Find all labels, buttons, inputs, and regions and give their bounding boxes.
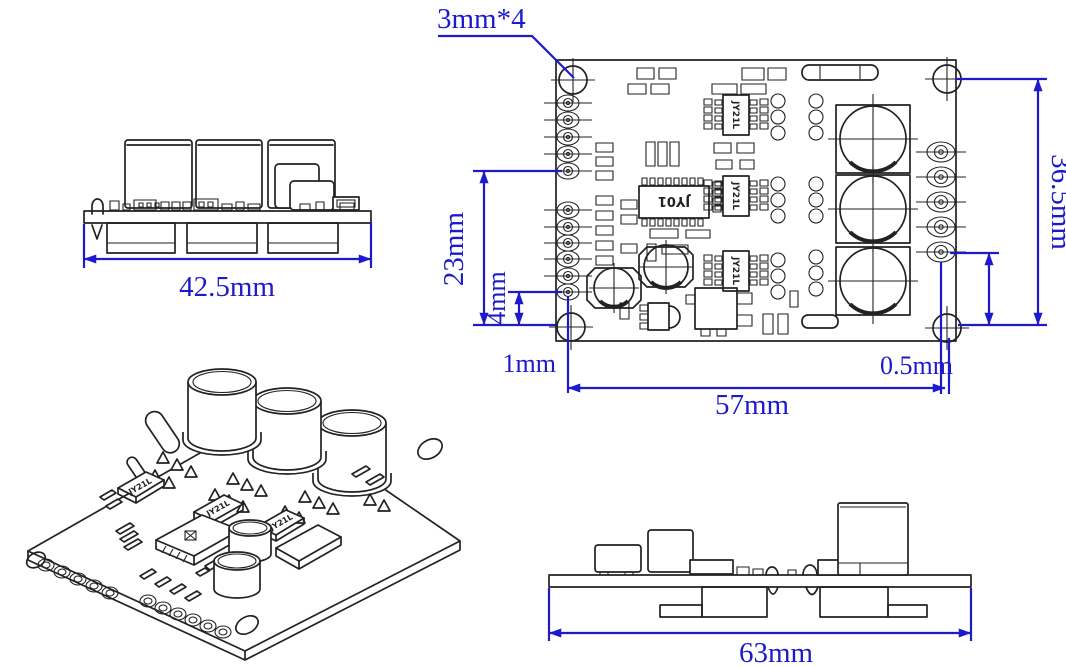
iso-mounting-holes [25,438,443,636]
dimension-label: 23mm [438,212,470,287]
jumper-components [801,64,879,329]
component-box [689,559,734,575]
iso-capacitor [312,409,392,497]
driver-ics: JY21L JY21L JY21L [703,94,769,292]
component-box [289,180,335,211]
connector-pill [144,410,181,454]
dimension-4mm: 4mm [482,271,562,326]
main-ic-label: JY01 [658,193,691,208]
isometric-view: JY21L JY21L JY21L [25,368,461,661]
board-outline [555,59,957,342]
board-thickness [27,540,461,661]
driver-ic-label: JY21L [730,100,740,129]
board-edge [548,574,972,588]
dimension-42-5mm: 42.5mm [82,222,373,303]
dimension-label: 0.5mm [880,351,953,380]
extension-lines [82,222,373,268]
dimension-3mm-holes: 3mm*4 [437,3,575,79]
pin-lead [91,224,103,240]
side-view-short-edge: 42.5mm [82,139,373,303]
left-pad-column [544,94,592,301]
bottom-brackets [659,586,928,618]
dimension-label: 42.5mm [179,271,275,303]
dimension-label: 57mm [715,389,790,421]
top-view: JY01 JY21L JY21L JY21L [437,3,1066,421]
component-feet [599,571,634,576]
dimension-57mm: 57mm [567,383,946,421]
dimension-label: 1mm [503,349,556,378]
wire-loops [765,564,818,576]
medium-capacitors [586,240,694,313]
component-box [594,544,642,573]
capacitor-outline [124,139,193,209]
bottom-connector [186,222,258,254]
large-component [837,502,909,576]
dimension-label: 4mm [482,271,511,324]
iso-inductor [275,524,342,570]
side-view-long-edge: 63mm [547,502,973,667]
iso-capacitor [247,387,327,475]
hole-note-label: 3mm*4 [437,3,526,35]
dimension-0-5mm: 0.5mm [880,262,953,394]
component-detail [336,199,356,208]
bottom-connector [106,222,176,254]
power-devices [639,287,753,337]
bottom-connector [267,222,339,254]
dimension-36-5mm: 36.5mm [950,77,1066,327]
board-edge [83,210,372,224]
leader-line [438,34,575,79]
smd-components [109,198,355,211]
smd-passives [595,67,799,335]
dimension-label: 36.5mm [1045,154,1066,250]
driver-ic-label: JY21L [730,181,740,210]
large-component-detail [838,506,908,575]
iso-small-capacitor [213,551,261,599]
electrolytic-capacitors [828,94,918,324]
driver-ic-label: JY21L [730,256,740,285]
dimension-label: 63mm [739,637,814,667]
component-box [647,529,694,573]
dimension-63mm: 63mm [547,588,973,667]
mounting-holes [549,57,969,350]
dimension-23mm: 23mm [438,169,562,327]
iso-small-capacitor [228,519,272,563]
via-pads [770,93,824,300]
dimension-1mm: 1mm [503,296,570,393]
main-ic: JY01 [638,177,722,227]
smd-parts [736,566,797,576]
capacitor-outline [195,139,263,209]
iso-capacitor [182,368,262,456]
right-pad-column [916,141,966,263]
iso-edge-pads [37,558,232,639]
radial-component [91,198,104,215]
